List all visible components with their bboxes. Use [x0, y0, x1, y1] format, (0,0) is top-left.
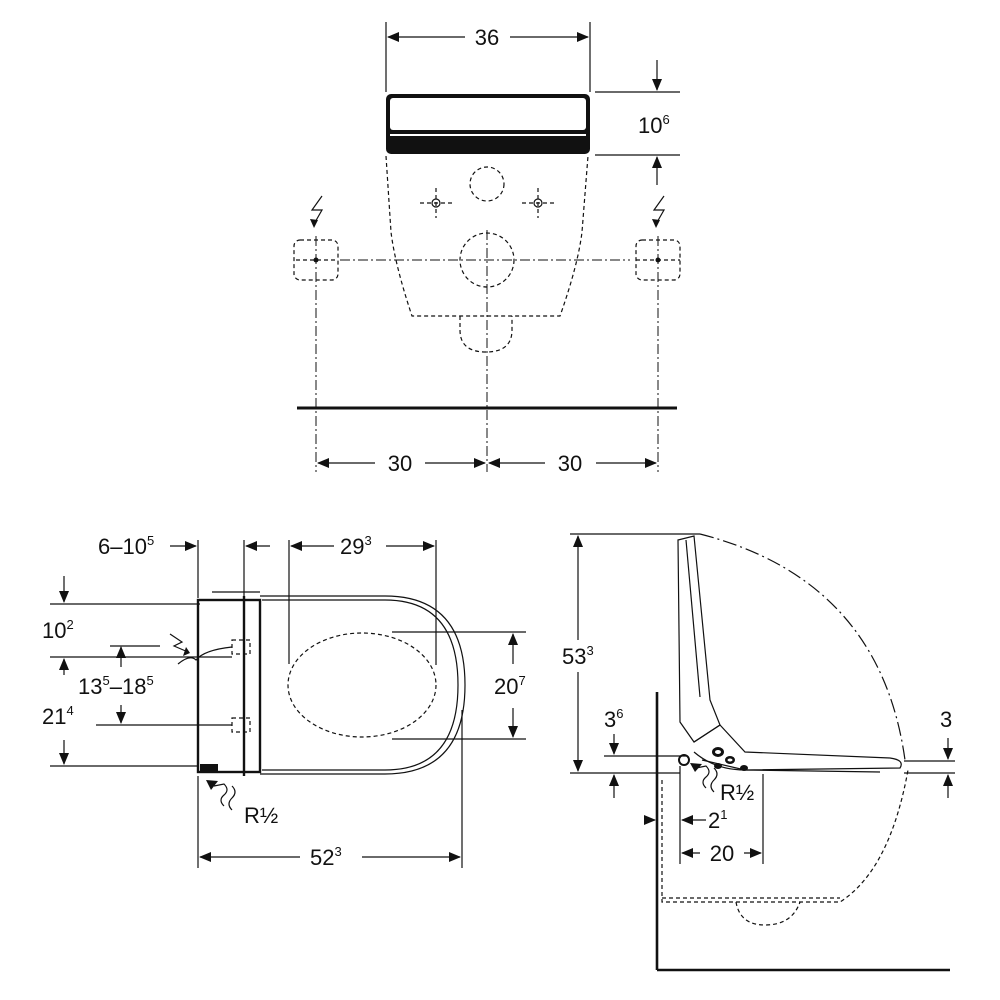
lid-height-label: 533: [562, 643, 594, 669]
opening-width-label: 207: [494, 673, 526, 699]
side-view: 533 36: [562, 533, 955, 972]
lightning-icon: [310, 195, 324, 228]
seat-gap-label: 3: [940, 707, 952, 732]
offset-a-label: 36: [604, 706, 623, 732]
power-cable: [177, 646, 233, 665]
fixing-cross-right: [522, 188, 554, 218]
total-length-label: 523: [310, 844, 342, 870]
seat-outline: [260, 595, 466, 775]
outlet-outline: [735, 901, 801, 926]
lid-swing-arc: [699, 533, 906, 761]
hinge-pin: [678, 754, 690, 766]
bowl-outline: [385, 155, 589, 317]
lid-outline: [677, 535, 721, 743]
right-offset-label: 30: [558, 451, 582, 476]
tank-block: [196, 598, 262, 774]
control-unit: [712, 747, 748, 771]
side-water-connection-label: R½: [720, 780, 754, 805]
outlet-outline: [459, 316, 513, 353]
water-inlet-icon: [690, 763, 718, 793]
back-range-label: 6–105: [98, 533, 154, 559]
front-view: 36 106: [293, 22, 681, 476]
seat-outline: [693, 724, 902, 771]
plan-view: 6–105 293 102 214 135–185 R½: [42, 533, 526, 870]
lightning-icon: [169, 633, 190, 656]
lightning-icon: [652, 195, 666, 228]
upper-height-label: 102: [42, 617, 74, 643]
lower-height-label: 214: [42, 703, 74, 729]
electrical-box-right: [635, 236, 681, 472]
inlet-nozzle: [200, 764, 218, 772]
bowl-outline: [661, 769, 909, 903]
pipe-offset-label: 21: [708, 807, 727, 833]
electrical-box-left: [293, 236, 339, 472]
flush-pipe-circle: [469, 166, 505, 202]
width-label: 36: [475, 25, 499, 50]
seat-depth-label: 293: [340, 533, 372, 559]
seat-unit-line: [390, 134, 586, 136]
seat-inner-line: [262, 599, 459, 771]
pipe-distance-label: 20: [710, 841, 734, 866]
seat-unit-highlight: [390, 98, 586, 130]
height-label: 106: [638, 112, 670, 138]
electrical-range-label: 135–185: [78, 673, 154, 699]
seat-opening: [287, 632, 437, 738]
left-offset-label: 30: [388, 451, 412, 476]
fixing-cross-left: [420, 188, 452, 218]
water-connection-label: R½: [244, 803, 278, 828]
lid-inner-line: [685, 539, 701, 698]
water-inlet-icon: [206, 780, 236, 811]
